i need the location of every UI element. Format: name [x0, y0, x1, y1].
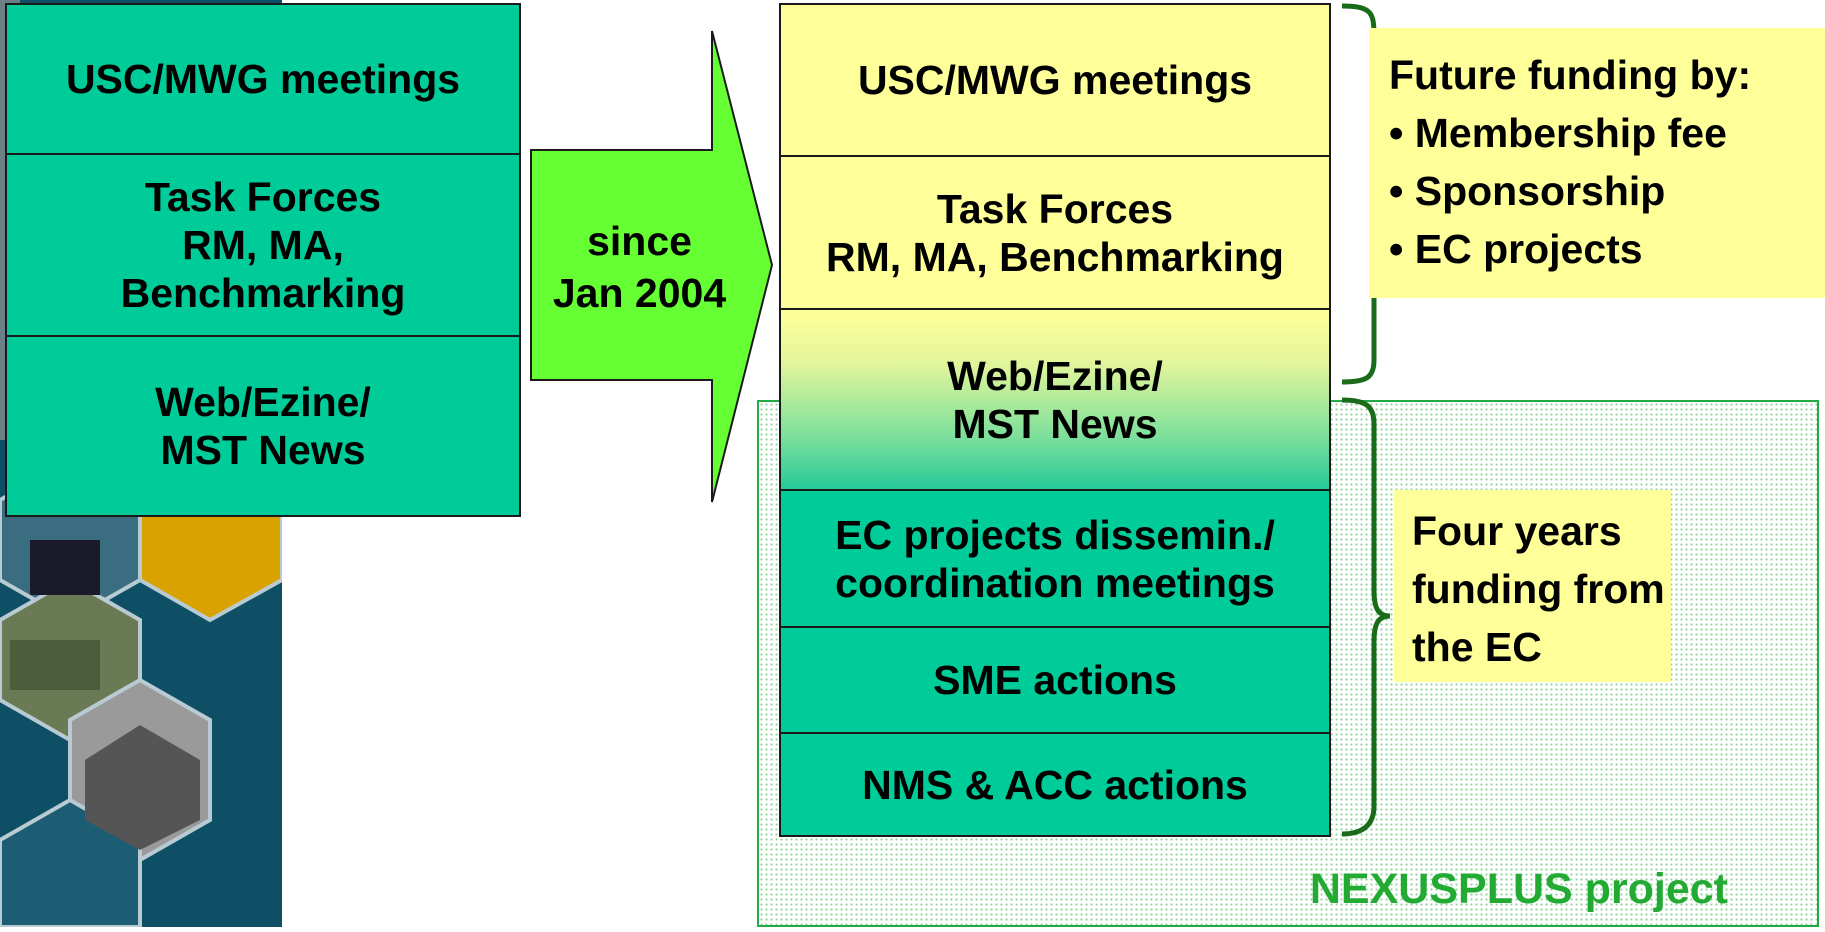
right-cell-task-forces: Task Forces RM, MA, Benchmarking [781, 157, 1329, 310]
right-cell-ec-dissemination: EC projects dissemin./ coordination meet… [781, 491, 1329, 628]
left-cell-web-ezine: Web/Ezine/ MST News [7, 337, 519, 515]
future-funding-title: Future funding by: [1389, 52, 1752, 98]
future-funding-note: Future funding by: • Membership fee • Sp… [1369, 28, 1825, 298]
future-activities-stack: USC/MWG meetings Task Forces RM, MA, Ben… [779, 3, 1331, 837]
right-cell-sme-actions: SME actions [781, 628, 1329, 734]
current-activities-stack: USC/MWG meetings Task Forces RM, MA, Ben… [5, 3, 521, 517]
right-cell-nms-acc-actions: NMS & ACC actions [781, 734, 1329, 835]
right-cell-web-ezine: Web/Ezine/ MST News [781, 310, 1329, 491]
future-funding-item: • Sponsorship [1389, 168, 1666, 214]
right-cell-usc-mwg: USC/MWG meetings [781, 5, 1329, 157]
left-cell-usc-mwg: USC/MWG meetings [7, 5, 519, 155]
future-funding-item: • Membership fee [1389, 110, 1727, 156]
transition-arrow [530, 30, 774, 503]
ec-funding-note: Four years funding from the EC [1394, 490, 1671, 682]
future-funding-item: • EC projects [1389, 226, 1643, 272]
arrow-label: since Jan 2004 [552, 218, 727, 316]
nexusplus-project-label: NEXUSPLUS project [1309, 865, 1728, 913]
lower-brace-icon [1341, 397, 1391, 837]
left-cell-task-forces: Task Forces RM, MA, Benchmarking [7, 155, 519, 337]
